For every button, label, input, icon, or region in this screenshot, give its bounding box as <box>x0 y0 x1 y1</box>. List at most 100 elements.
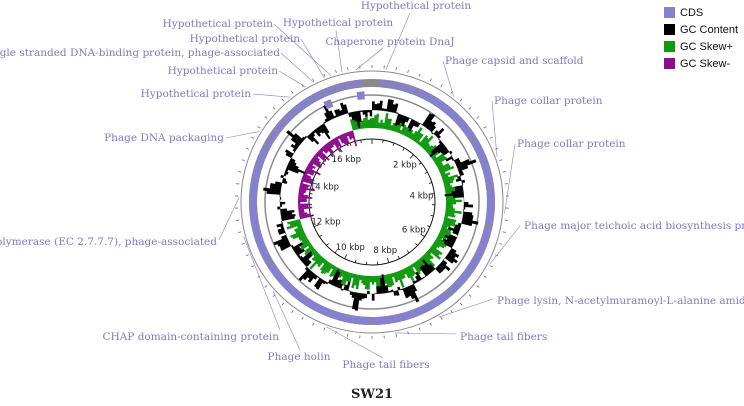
gc-skew-plus-bar <box>392 272 398 283</box>
gc-content-bar <box>270 183 282 188</box>
gc-skew-plus-bar <box>439 165 455 174</box>
legend-item-cds: CDS <box>664 4 744 21</box>
cds-block <box>312 89 326 102</box>
gc-skew-plus-bar <box>391 122 396 132</box>
gc-content-bar <box>450 153 453 157</box>
gc-content-track <box>263 99 479 311</box>
gc-skew-plus-bar <box>443 180 454 185</box>
cds-block <box>445 284 458 297</box>
gc-skew-plus-bar <box>440 171 446 176</box>
gc-skew-minus-bar <box>298 206 313 210</box>
gc-skew-plus-bar <box>440 228 452 235</box>
outer-tick <box>489 136 493 139</box>
gc-skew-plus-bar <box>320 260 329 271</box>
gc-skew-plus-bar <box>435 156 448 166</box>
gc-content-bar <box>461 221 473 227</box>
gc-content-bar <box>348 112 352 118</box>
cds-block <box>344 80 353 90</box>
gc-skew-minus-bar <box>299 186 315 192</box>
gc-content-bar <box>298 268 311 282</box>
scale-tick <box>310 214 314 217</box>
scale-tick <box>382 139 384 144</box>
gc-skew-plus-bar <box>444 213 456 218</box>
gc-skew-plus-bar <box>412 127 423 142</box>
gc-content-bar <box>280 225 284 229</box>
gc-content-bar <box>446 254 458 264</box>
gc-skew-plus-bar <box>430 151 440 159</box>
gc-content-bar <box>462 214 474 219</box>
kbp-tick-label: 16 kbp <box>332 155 361 165</box>
gc-skew-minus-bar <box>325 143 335 154</box>
gene-leader-line <box>326 326 384 359</box>
gc-content-bar <box>443 241 453 249</box>
gc-content-bar <box>447 252 456 259</box>
gc-content-bar <box>358 293 363 301</box>
gc-content-bar <box>305 260 312 268</box>
gc-content-bar <box>414 279 418 283</box>
gc-content-bar <box>307 271 315 280</box>
gc-content-bar <box>321 123 330 134</box>
gc-skew-plus-bar <box>322 259 327 265</box>
gc-skew-plus-bar <box>434 155 446 164</box>
gc-content-bar <box>281 214 296 219</box>
cds-block <box>333 82 345 93</box>
gc-content-bar <box>449 250 460 258</box>
gene-label: Phage collar protein <box>494 95 603 107</box>
gene-leader-line <box>335 29 343 73</box>
gc-content-bar <box>444 256 454 264</box>
gc-skew-plus-bar <box>445 203 453 207</box>
outer-tick <box>347 333 349 337</box>
gc-skew-minus-bar <box>335 136 343 148</box>
gc-content-bar <box>275 181 283 186</box>
scale-tick <box>339 147 343 153</box>
gc-skew-plus-bar <box>369 118 373 129</box>
gene-leader-line <box>491 100 498 157</box>
outer-tick <box>264 116 268 119</box>
legend-label-gc-skew-minus: GC Skew- <box>680 57 731 70</box>
gc-content-bar <box>415 271 423 281</box>
gc-skew-plus-bar <box>377 122 381 129</box>
gc-content-bar <box>393 290 397 296</box>
gc-skew-plus-bar <box>292 231 306 240</box>
gc-content-bar <box>453 157 460 163</box>
gc-content-bar <box>451 158 455 162</box>
gc-skew-minus-bar <box>336 136 340 140</box>
gene-label: Phage DNA packaging <box>104 132 224 144</box>
gc-content-bar <box>457 175 461 180</box>
kbp-tick-label: 6 kbp <box>402 226 426 236</box>
gc-skew-minus-bar <box>298 199 307 202</box>
gc-skew-plus-bar <box>416 259 423 267</box>
gc-content-bar <box>281 220 283 224</box>
legend-swatch-gc-content <box>664 24 675 35</box>
gc-content-bar <box>448 234 457 240</box>
gc-content-bar <box>290 143 298 150</box>
gc-skew-plus-bar <box>400 124 407 135</box>
gc-skew-plus-bar <box>437 233 448 240</box>
gc-content-bar <box>393 103 399 114</box>
gc-skew-plus-bar <box>400 269 406 279</box>
cds-block <box>266 261 372 325</box>
gc-skew-plus-bar <box>331 266 339 278</box>
gene-leader-line <box>300 38 325 78</box>
gc-content-bar <box>463 206 466 210</box>
gc-skew-plus-bar <box>413 261 422 272</box>
gc-skew-plus-bar <box>316 256 324 266</box>
gc-content-bar <box>338 283 343 289</box>
gc-content-bar <box>284 171 289 175</box>
gc-skew-minus-bar <box>315 152 327 162</box>
gc-content-bar <box>282 178 287 182</box>
gc-content-bar <box>301 254 313 264</box>
gc-content-bar <box>263 187 281 193</box>
gc-content-bar <box>445 156 453 162</box>
gc-content-bar <box>462 216 473 221</box>
gc-skew-plus-bar <box>323 262 332 275</box>
gc-skew-plus-bar <box>421 135 434 149</box>
gc-skew-plus-bar <box>418 258 425 266</box>
cds-block <box>405 84 417 95</box>
gc-content-bar <box>421 276 425 280</box>
gc-content-bar <box>435 127 445 138</box>
gc-skew-minus-bar <box>299 184 309 189</box>
gc-skew-plus-bar <box>383 274 388 284</box>
gc-skew-plus-bar <box>364 275 369 290</box>
gc-content-bar <box>307 273 316 283</box>
